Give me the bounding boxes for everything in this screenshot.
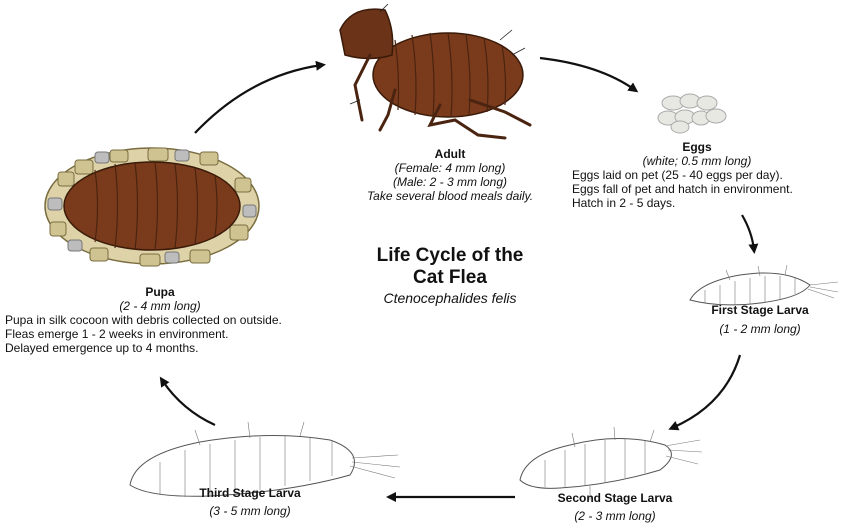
diagram-subtitle: Ctenocephalides felis [383, 290, 517, 306]
second-stage-larva-image [519, 426, 703, 500]
adult-flea-image [339, 3, 532, 140]
arrow-pupa-to-adult [194, 60, 326, 134]
arrow-adult-to-eggs [539, 56, 639, 93]
larva2-label-block: Second Stage Larva (2 - 3 mm long) [530, 491, 700, 523]
eggs-size: (white; 0.5 mm long) [642, 154, 752, 168]
adult-name: Adult [434, 147, 466, 161]
pupa-line-1: Pupa in silk cocoon with debris collecte… [5, 313, 282, 327]
eggs-line-1: Eggs laid on pet (25 - 40 eggs per day). [572, 168, 783, 182]
diagram-title-line2: Cat Flea [413, 267, 487, 288]
larva2-name: Second Stage Larva [557, 491, 673, 505]
arrow-larva1-to-larva2 [668, 354, 742, 431]
larva3-label-block: Third Stage Larva (3 - 5 mm long) [170, 486, 330, 518]
eggs-line-3: Hatch in 2 - 5 days. [572, 196, 676, 210]
arrow-eggs-to-larva1 [741, 214, 759, 254]
larva2-size: (2 - 3 mm long) [574, 509, 656, 523]
pupa-size: (2 - 4 mm long) [119, 299, 201, 313]
eggs-name: Eggs [682, 140, 712, 154]
pupa-line-2: Fleas emerge 1 - 2 weeks in environment. [5, 327, 229, 341]
adult-label-block: Adult (Female: 4 mm long) (Male: 2 - 3 m… [330, 147, 570, 203]
larva1-name: First Stage Larva [711, 303, 809, 317]
eggs-label-block: Eggs (white; 0.5 mm long) Eggs laid on p… [572, 140, 842, 210]
diagram-title-line1: Life Cycle of the [376, 245, 524, 266]
arrow-larva3-to-pupa [159, 376, 216, 427]
pupa-name: Pupa [145, 285, 175, 299]
larva3-name: Third Stage Larva [199, 486, 301, 500]
larva3-size: (3 - 5 mm long) [209, 504, 291, 518]
adult-line-1: (Female: 4 mm long) [394, 161, 506, 175]
first-stage-larva-image [689, 264, 839, 306]
larva1-size: (1 - 2 mm long) [719, 322, 801, 336]
pupa-label-block: Pupa (2 - 4 mm long) Pupa in silk cocoon… [5, 285, 325, 355]
third-stage-larva-image [129, 421, 401, 497]
adult-line-3: Take several blood meals daily. [366, 189, 534, 203]
eggs-image [657, 93, 727, 134]
pupa-line-3: Delayed emergence up to 4 months. [5, 341, 199, 355]
eggs-line-2: Eggs fall of pet and hatch in environmen… [572, 182, 793, 196]
larva1-label-block: First Stage Larva (1 - 2 mm long) [680, 303, 840, 336]
adult-line-2: (Male: 2 - 3 mm long) [392, 175, 508, 189]
pupa-cocoon-image [44, 147, 260, 267]
